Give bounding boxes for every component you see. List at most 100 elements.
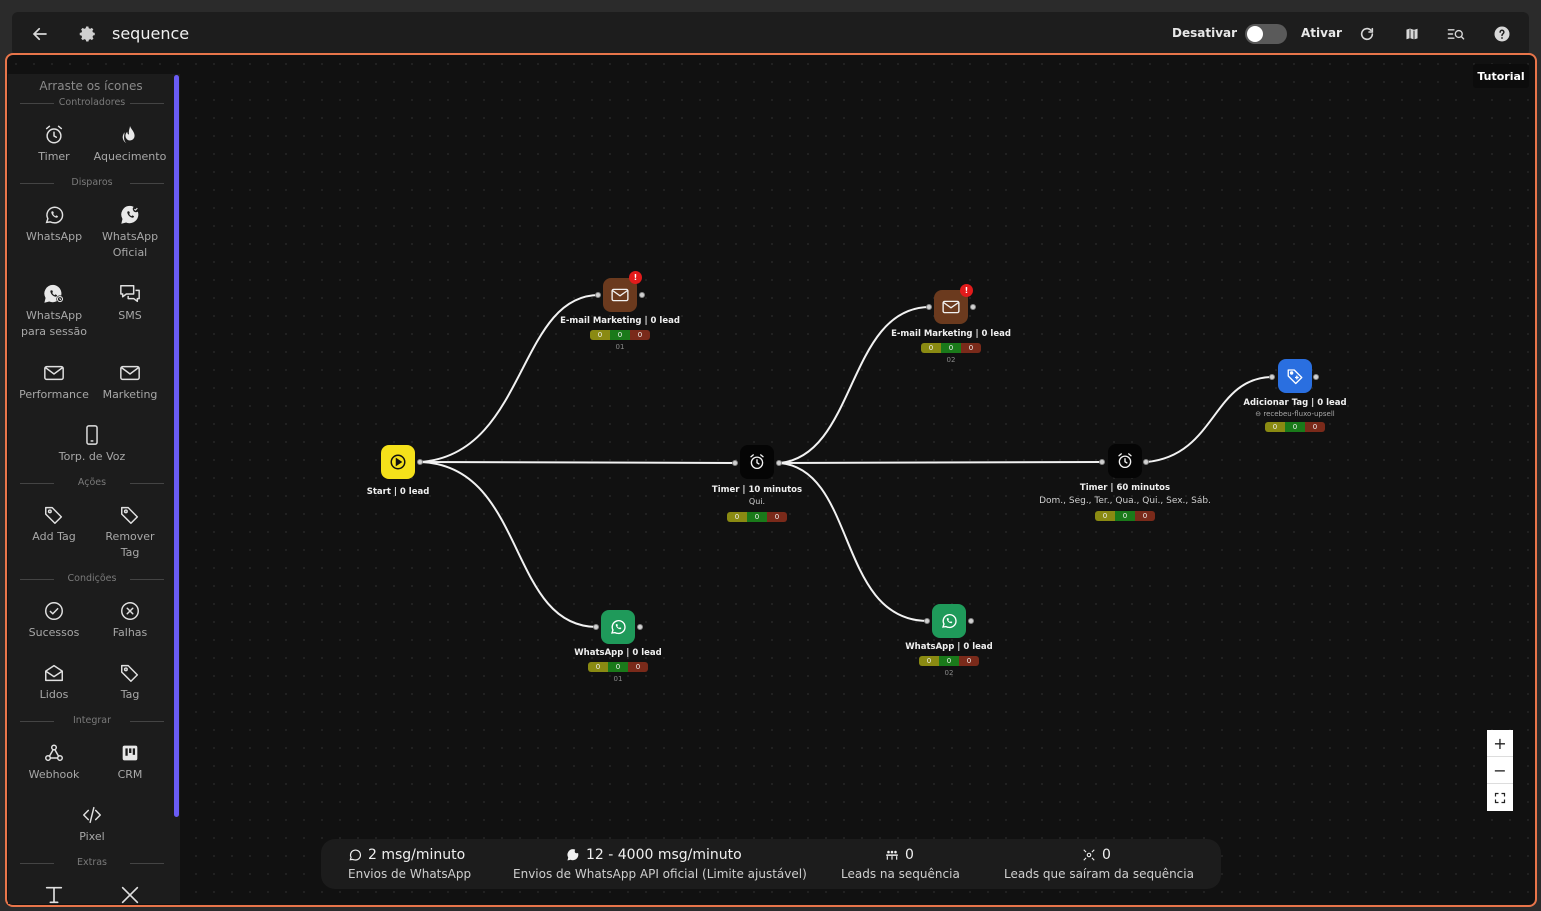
success-count: 0	[1115, 511, 1135, 521]
edge-start-email1	[419, 294, 600, 463]
timer1-input-handle[interactable]	[732, 460, 738, 466]
zoom-in-button[interactable]: +	[1487, 730, 1513, 757]
timer2-output-handle[interactable]	[1143, 459, 1149, 465]
addtag-node-label: Adicionar Tag | 0 lead	[1243, 398, 1347, 408]
tool-voice[interactable]: Torp. de Voz	[54, 424, 130, 465]
whatsapp1-node[interactable]	[601, 610, 635, 644]
sidebar-scrollbar[interactable]	[174, 75, 179, 817]
timer2-node[interactable]	[1108, 444, 1142, 478]
settings-button[interactable]	[74, 12, 102, 56]
play-circle-icon	[390, 454, 406, 470]
help-button[interactable]	[1490, 12, 1514, 56]
tool-whatsapp-official[interactable]: WhatsApp Oficial	[92, 204, 168, 261]
email1-warning-badge: !	[629, 271, 642, 284]
whatsapp2-output-handle[interactable]	[968, 618, 974, 624]
tool-timer[interactable]: Timer	[16, 124, 92, 165]
smartphone-icon	[86, 425, 98, 445]
pending-count: 0	[727, 512, 747, 522]
refresh-button[interactable]	[1355, 12, 1379, 56]
whatsapp1-output-handle[interactable]	[637, 624, 643, 630]
whatsapp-session-icon	[44, 284, 64, 303]
email2-input-handle[interactable]	[926, 304, 932, 310]
whatsapp2-node[interactable]	[932, 604, 966, 638]
email2-output-handle[interactable]	[970, 304, 976, 310]
addtag-input-handle[interactable]	[1269, 374, 1275, 380]
tool-crm[interactable]: CRM	[92, 742, 168, 783]
tool-warmup[interactable]: Aquecimento	[92, 124, 168, 165]
tool-webhook[interactable]: Webhook	[16, 742, 92, 783]
pending-count: 0	[588, 662, 608, 672]
pending-count: 0	[1095, 511, 1115, 521]
failure-count: 0	[630, 330, 650, 340]
success-count: 0	[941, 343, 961, 353]
whatsapp-rate: 2 msg/minuto	[368, 847, 466, 863]
fit-view-button[interactable]	[1487, 784, 1513, 811]
envelope-icon	[120, 365, 140, 381]
tool-remove-tag[interactable]: Remover Tag	[92, 504, 168, 561]
timer1-node[interactable]	[740, 445, 774, 479]
email1-node[interactable]	[603, 278, 637, 312]
failure-count: 0	[1135, 511, 1155, 521]
whatsapp1-input-handle[interactable]	[593, 624, 599, 630]
pending-count: 0	[590, 330, 610, 340]
wrench-screwdriver-icon	[121, 886, 139, 904]
search-list-icon	[1447, 29, 1465, 40]
api-rate-caption: Envios de WhatsApp API oficial (Limite a…	[513, 867, 807, 881]
deactivate-label: Desativar	[1172, 26, 1238, 40]
email1-input-handle[interactable]	[595, 292, 601, 298]
search-list-button[interactable]	[1444, 12, 1468, 56]
people-icon	[886, 850, 898, 860]
active-toggle[interactable]	[1245, 24, 1287, 44]
timer1-output-handle[interactable]	[776, 460, 782, 466]
section-conditions: Condições	[20, 573, 164, 584]
flow-canvas[interactable]: Start | 0 lead ! E-mail Marketing | 0 le…	[5, 53, 1537, 907]
edge-timer1-whatsapp2	[779, 462, 929, 622]
tool-read[interactable]: Lidos	[16, 662, 92, 703]
tool-label: Performance	[19, 388, 89, 401]
tool-failures[interactable]: Falhas	[92, 600, 168, 641]
tool-tag[interactable]: Tag	[92, 662, 168, 703]
map-button[interactable]	[1400, 12, 1424, 56]
start-node[interactable]	[381, 445, 415, 479]
addtag-output-handle[interactable]	[1313, 374, 1319, 380]
tool-sms[interactable]: SMS	[92, 283, 168, 324]
whatsapp2-input-handle[interactable]	[924, 618, 930, 624]
email2-warning-badge: !	[960, 284, 973, 297]
tag-icon	[45, 506, 63, 524]
email2-node[interactable]	[934, 290, 968, 324]
addtag-counters: 0 0 0	[1265, 422, 1325, 432]
sidebar-heading: Arraste os ícones	[39, 79, 143, 93]
tool-label-line2: Oficial	[112, 246, 148, 259]
tool-label: SMS	[118, 309, 142, 322]
whatsapp-icon	[942, 614, 957, 629]
tool-whatsapp-session[interactable]: WhatsApp para sessão	[16, 283, 92, 340]
code-icon	[83, 806, 101, 824]
fullscreen-icon	[1494, 792, 1506, 803]
tag-icon	[121, 506, 139, 524]
tool-text-extra[interactable]	[16, 884, 92, 904]
tool-label: Lidos	[39, 688, 69, 701]
email1-output-handle[interactable]	[639, 292, 645, 298]
failure-count: 0	[1305, 422, 1325, 432]
leads-out-caption: Leads que saíram da sequência	[1004, 867, 1194, 881]
tool-success[interactable]: Sucessos	[16, 600, 92, 641]
tool-label: Tag	[120, 688, 140, 701]
tool-marketing[interactable]: Marketing	[92, 362, 168, 403]
start-output-handle[interactable]	[417, 459, 423, 465]
tool-label: WhatsApp	[101, 230, 159, 243]
tool-performance[interactable]: Performance	[16, 362, 92, 403]
edge-timer1-email2	[779, 306, 931, 464]
tool-tools-extra[interactable]	[92, 884, 168, 904]
alarm-clock-icon	[45, 125, 63, 144]
tool-whatsapp[interactable]: WhatsApp	[16, 204, 92, 245]
zoom-out-button[interactable]: −	[1487, 757, 1513, 784]
tool-pixel[interactable]: Pixel	[54, 804, 130, 845]
tool-add-tag[interactable]: Add Tag	[16, 504, 92, 545]
leads-in-count: 0	[905, 847, 914, 863]
addtag-node[interactable]	[1278, 359, 1312, 393]
back-button[interactable]	[26, 12, 54, 56]
whatsapp2-node-label: WhatsApp | 0 lead	[905, 642, 993, 652]
start-node-label: Start | 0 lead	[366, 487, 430, 497]
timer2-input-handle[interactable]	[1099, 459, 1105, 465]
tool-label: Webhook	[28, 768, 80, 781]
